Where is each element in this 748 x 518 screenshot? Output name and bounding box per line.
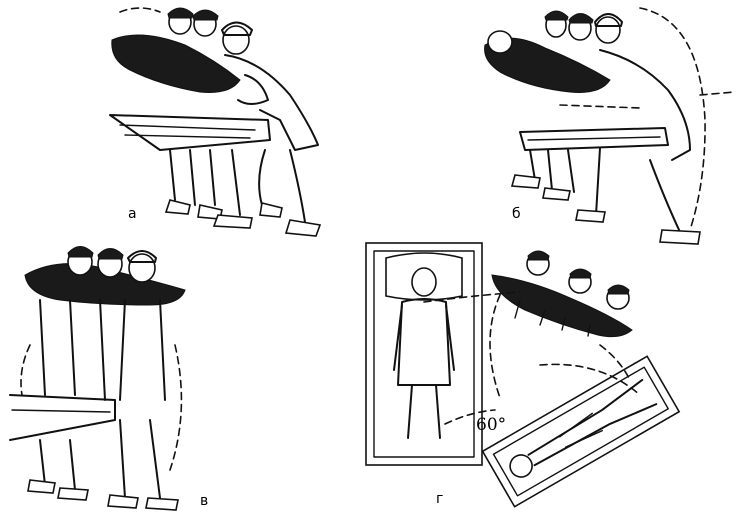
panel-g-stretcher (481, 355, 681, 508)
panel-b-table (519, 127, 669, 151)
panel-b-patient (484, 37, 611, 93)
panel-b-staff (510, 10, 701, 245)
panel-g-bed-patient (397, 298, 451, 386)
panel-g-lift-path (423, 291, 521, 303)
panel-a-label: а (128, 206, 137, 222)
panel-g-angle-label: 60° (476, 415, 506, 435)
panel-a-patient (111, 34, 241, 93)
panel-v-staff (27, 246, 179, 511)
panel-a-motion-arrow (119, 7, 161, 13)
panel-g-illustration: 60° г (365, 242, 681, 508)
panel-a-staff (164, 7, 322, 237)
panel-v-illustration: в (9, 246, 208, 511)
panel-a-illustration: а (109, 7, 322, 237)
panel-b-motion-arrow-1 (559, 104, 641, 109)
panel-g-staff (491, 250, 633, 338)
panel-v-motion-arrow-1 (20, 344, 31, 396)
panel-v-motion-arrow-2 (169, 344, 183, 471)
panel-v-label: в (200, 493, 208, 509)
panel-b-illustration: б (484, 7, 736, 245)
panel-g-rotation-path (444, 409, 496, 425)
panel-b-label: б (512, 206, 521, 222)
panel-g-label: г (436, 491, 443, 507)
panel-b-motion-arrow-2 (639, 7, 706, 231)
panel-a-table (109, 114, 271, 151)
panel-v-table (9, 394, 116, 441)
